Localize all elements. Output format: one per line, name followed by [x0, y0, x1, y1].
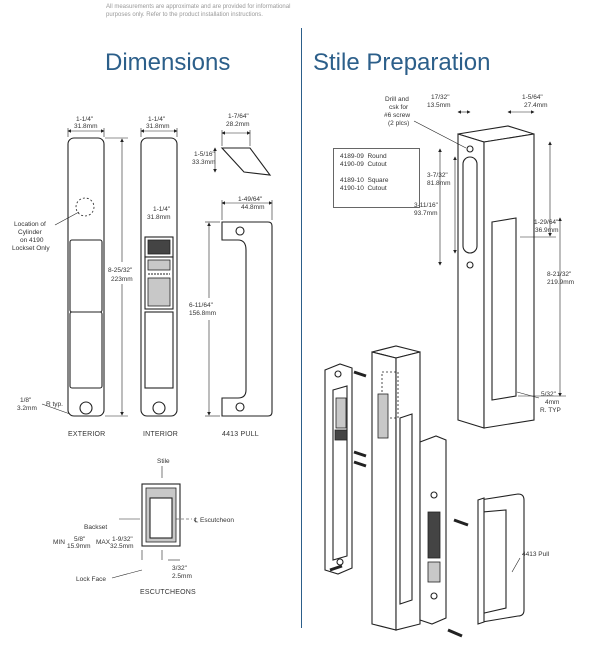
- cylinder-note-3: on 4190: [20, 237, 44, 244]
- side-depth-mm: 33.3mm: [192, 159, 215, 166]
- radius-typ: R. TYP: [540, 407, 561, 414]
- slot-height-in: 8-21/32": [547, 271, 572, 278]
- pull-width-in: 1-49/64": [238, 196, 263, 203]
- stile-preparation-heading: Stile Preparation: [313, 49, 491, 76]
- cutout-type: Round: [367, 153, 387, 160]
- interior-width-mm: 31.8mm: [146, 123, 169, 130]
- pull-view: 1-49/64" 44.8mm 6-11/64" 156.8mm 4413 PU…: [188, 196, 273, 438]
- pull-width-mm: 44.8mm: [241, 204, 264, 211]
- drill-note-4: (2 plcs): [388, 120, 409, 127]
- cylinder-note-1: Location of: [14, 221, 46, 228]
- top-offset-mm: 13.5mm: [427, 102, 450, 109]
- stile-depth-mm: 27.4mm: [524, 102, 547, 109]
- pull-height-mm: 156.8mm: [189, 310, 216, 317]
- pull-height-in: 6-11/64": [189, 302, 214, 309]
- interior-width-mm-2: 31.8mm: [147, 214, 170, 221]
- side-depth-in: 1-5/16": [194, 151, 215, 158]
- radius-mm: 4mm: [545, 399, 559, 406]
- stile-depth-in: 1-5/64": [522, 94, 543, 101]
- min-value-in: 5/8": [74, 536, 86, 543]
- gap-mm: 2.5mm: [172, 573, 192, 580]
- escutcheons-caption: ESCUTCHEONS: [140, 589, 196, 596]
- top-offset-in: 17/32": [431, 94, 450, 101]
- cutout-model: 4189-09: [340, 153, 364, 160]
- cylinder-note-4: Lockset Only: [12, 245, 50, 252]
- drill-note-2: csk for: [389, 104, 409, 111]
- lock-face-label: Lock Face: [76, 576, 106, 583]
- pull-label: 4413 PULL: [222, 431, 259, 438]
- exterior-label: EXTERIOR: [68, 431, 105, 438]
- max-label: MAX: [96, 539, 111, 546]
- exterior-width-mm: 31.8mm: [74, 123, 97, 130]
- radius-suffix: R typ.: [46, 401, 63, 408]
- cutout-type: Cutout: [367, 185, 387, 192]
- min-value-mm: 15.9mm: [67, 543, 90, 550]
- side-profile: 1-7/64" 28.2mm 1-5/16" 33.3mm: [192, 113, 272, 176]
- stile-label: Stile: [157, 458, 170, 465]
- height-mm: 223mm: [111, 276, 133, 283]
- interior-width-in-2: 1-1/4": [153, 206, 171, 213]
- cutout-height-mm: 81.8mm: [427, 180, 450, 187]
- side-top-mm: 28.2mm: [226, 121, 249, 128]
- screw-span-mm: 93.7mm: [414, 210, 437, 217]
- disclaimer-text: All measurements are approximate and are…: [106, 4, 291, 18]
- dimensions-heading: Dimensions: [105, 49, 231, 76]
- drill-note-3: #6 screw: [384, 112, 410, 119]
- drill-note-1: Drill and: [385, 96, 409, 103]
- screw-icon: [329, 370, 469, 638]
- cutout-model: 4190-10: [340, 185, 364, 192]
- offset-in: 1-29/64": [534, 219, 559, 226]
- stile-drawing: Drill and csk for #6 screw (2 plcs) 17/3…: [384, 94, 574, 429]
- height-dimension: 8-25/32" 223mm: [105, 137, 136, 417]
- interior-width-in: 1-1/4": [148, 116, 166, 123]
- exterior-view: 1-1/4" 31.8mm Location of Cylinder on 41…: [12, 116, 105, 438]
- height-in: 8-25/32": [108, 267, 133, 274]
- slot-height-mm: 219.9mm: [547, 279, 574, 286]
- max-value-mm: 32.5mm: [110, 543, 133, 550]
- cutout-height-in: 3-7/32": [427, 172, 448, 179]
- backset-label: Backset: [84, 524, 107, 531]
- exploded-assembly: 4413 Pull: [324, 345, 550, 638]
- interior-view: 1-1/4" 31.8mm 1-1/4" 31.8mm INTERIOR: [140, 116, 178, 438]
- max-value-in: 1-9/32": [112, 536, 133, 543]
- column-divider: [301, 28, 302, 628]
- offset-mm: 36.9mm: [535, 227, 558, 234]
- radius-mm: 3.2mm: [17, 405, 37, 412]
- gap-in: 3/32": [172, 565, 188, 572]
- escutcheons-detail: Stile ℄ Escutcheon Backset MIN 5/8" 15.9…: [53, 458, 234, 596]
- radius-in: 5/32": [541, 391, 557, 398]
- cutout-table: 4189-09 Round 4190-09 Cutout 4189-10 Squ…: [333, 148, 420, 208]
- cutout-model: 4190-09: [340, 161, 364, 168]
- side-top-in: 1-7/64": [228, 113, 249, 120]
- screw-span-in: 3-11/16": [414, 202, 439, 209]
- interior-label: INTERIOR: [143, 431, 178, 438]
- escutcheon-centerline-label: ℄ Escutcheon: [193, 517, 234, 524]
- min-label: MIN: [53, 539, 65, 546]
- cutout-model: 4189-10: [340, 177, 364, 184]
- cutout-type: Square: [367, 177, 389, 184]
- radius-in: 1/8": [20, 397, 32, 404]
- pull-label-3d: 4413 Pull: [522, 551, 550, 558]
- cutout-type: Cutout: [367, 161, 387, 168]
- exterior-width-in: 1-1/4": [76, 116, 94, 123]
- cylinder-note-2: Cylinder: [18, 229, 43, 236]
